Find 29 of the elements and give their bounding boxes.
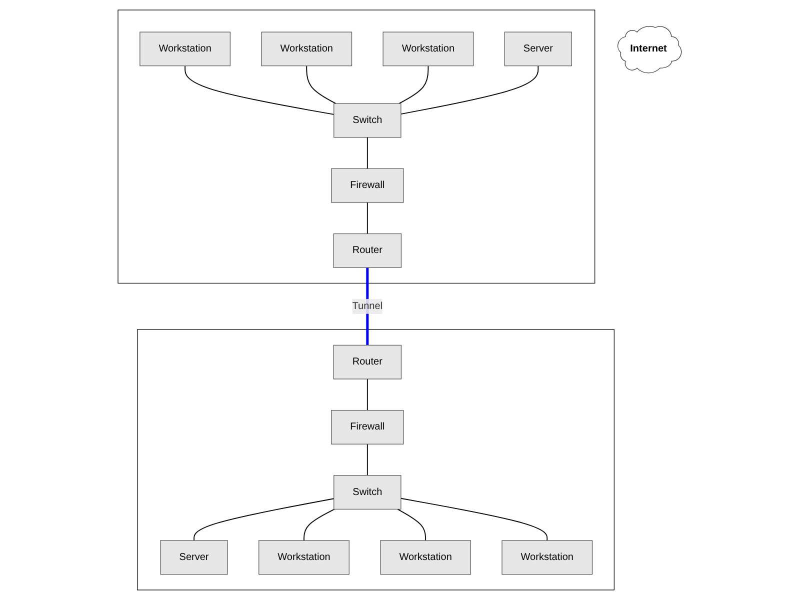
node-box: Workstation xyxy=(380,540,472,575)
connector xyxy=(306,65,337,104)
connector xyxy=(367,136,368,170)
node-box: Workstation xyxy=(258,540,350,575)
node-box: Server xyxy=(160,540,228,575)
connector xyxy=(184,65,335,115)
cluster xyxy=(137,329,615,590)
connector xyxy=(367,444,368,476)
node-box: Firewall xyxy=(331,168,404,203)
connector xyxy=(400,498,548,541)
node-box: Router xyxy=(334,344,402,380)
node-box: Firewall xyxy=(331,410,404,444)
node-box: Switch xyxy=(334,103,402,138)
connector xyxy=(304,508,336,541)
connector xyxy=(194,498,335,541)
node-box: Switch xyxy=(334,475,402,510)
node-box: Workstation xyxy=(262,32,352,66)
node-box: Server xyxy=(504,32,572,66)
connector xyxy=(398,65,429,104)
node-box: Workstation xyxy=(140,32,231,66)
connector xyxy=(397,508,426,541)
node-box: Workstation xyxy=(383,32,474,66)
connector xyxy=(400,65,539,115)
connector xyxy=(367,378,368,411)
node-box: Router xyxy=(334,233,402,268)
node-box: Workstation xyxy=(502,540,593,575)
edge-label: Tunnel xyxy=(352,300,383,312)
cluster xyxy=(118,10,596,284)
connector xyxy=(367,202,368,234)
